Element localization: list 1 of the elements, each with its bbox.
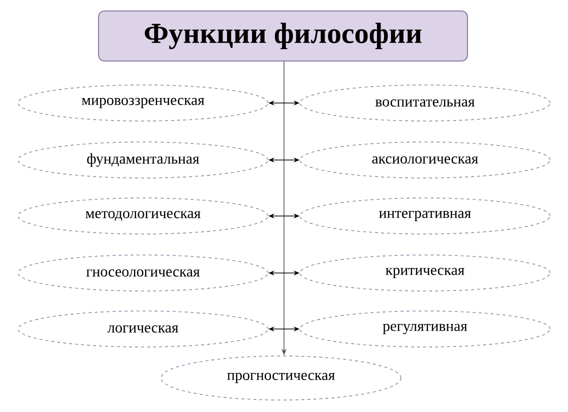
title-box: Функции философии bbox=[98, 10, 468, 62]
